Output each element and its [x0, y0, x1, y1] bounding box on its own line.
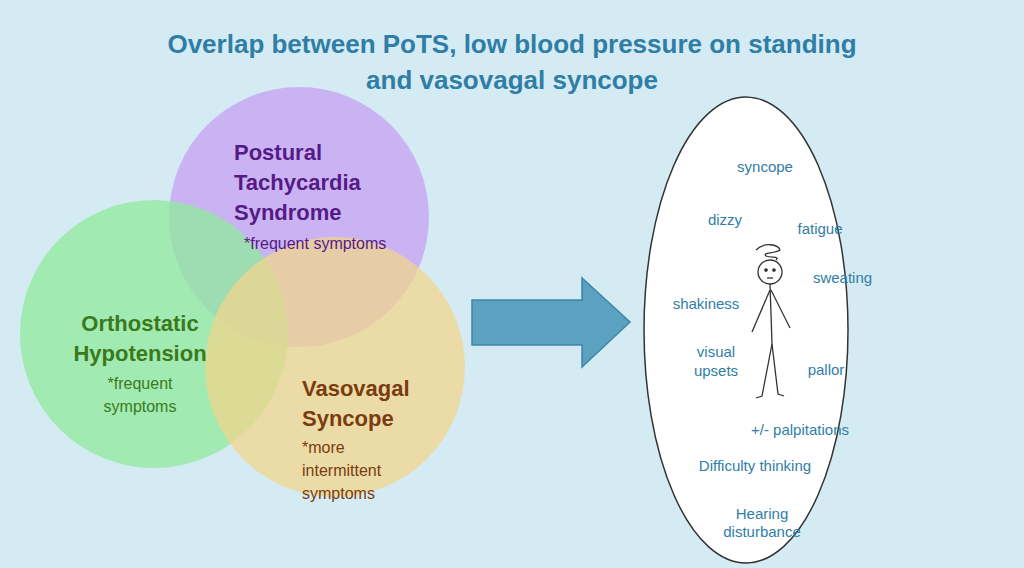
node-outline — [204, 236, 466, 498]
symptom-label: visual upsets — [684, 342, 748, 380]
outline-shape — [205, 237, 465, 497]
condition-note: *more intermittent symptoms — [302, 436, 417, 505]
symptom-label: Difficulty thinking — [680, 457, 830, 475]
outline-shape — [644, 97, 848, 563]
symptom-ellipse: syncopedizzyfatiguesweatingshakinessvisu… — [643, 96, 849, 564]
condition-note: *frequent symptoms — [244, 234, 419, 254]
stick-figure — [752, 245, 790, 398]
diagram-title: Overlap between PoTS, low blood pressure… — [162, 26, 862, 98]
symptom-label: +/- palpitations — [730, 421, 870, 439]
symptom-label: shakiness — [666, 295, 746, 313]
symptom-label: pallor — [800, 361, 852, 379]
condition-note: *frequent symptoms — [80, 372, 200, 418]
condition-heading: Orthostatic Hypotension — [50, 309, 230, 369]
venn-circle: Vasovagal Syncope*more intermittent symp… — [204, 236, 466, 498]
condition-heading: Postural Tachycardia Syndrome — [234, 138, 424, 228]
symptom-label: sweating — [800, 269, 885, 287]
symptom-label: Hearing disturbance — [712, 505, 812, 541]
symptom-label: fatigue — [785, 220, 855, 238]
block-arrow — [472, 278, 630, 367]
symptom-label: dizzy — [695, 211, 755, 229]
symptom-label: syncope — [720, 158, 810, 176]
condition-heading: Vasovagal Syncope — [302, 374, 452, 434]
